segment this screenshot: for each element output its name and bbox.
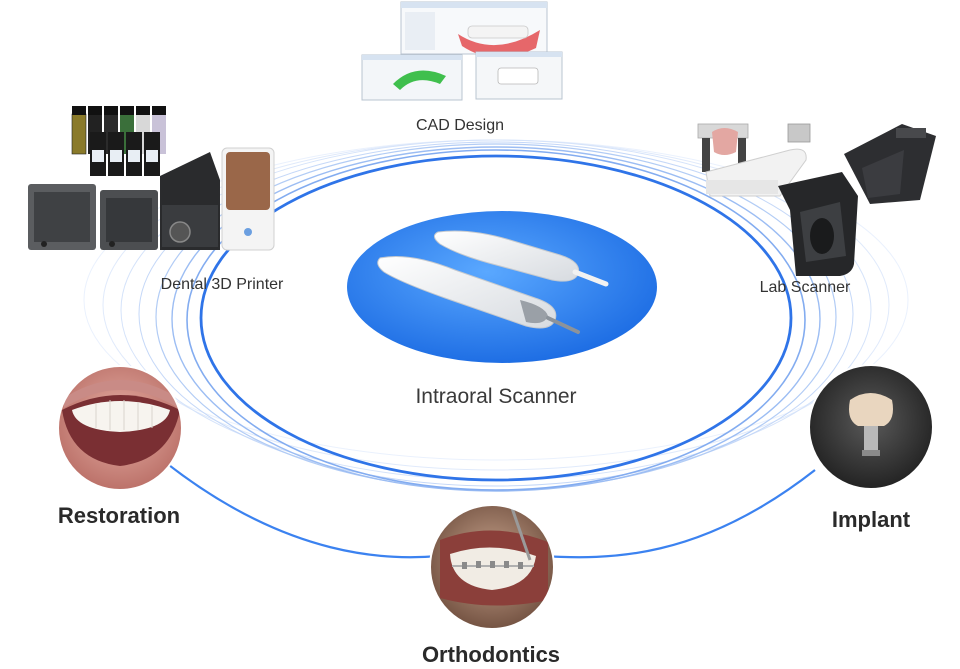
lab-scanner-icon bbox=[697, 123, 936, 276]
braces-photo-icon bbox=[430, 505, 554, 629]
center-label: Intraoral Scanner bbox=[415, 385, 576, 408]
scanner-icon bbox=[347, 211, 657, 363]
lab-scanner-label: Lab Scanner bbox=[760, 279, 851, 296]
outer-connection-arc bbox=[164, 461, 816, 559]
cad-design-label: CAD Design bbox=[416, 117, 504, 134]
implant-label: Implant bbox=[832, 507, 911, 532]
smile-photo-icon bbox=[58, 366, 182, 490]
resin-bottles bbox=[71, 106, 166, 176]
3d-printer-icon bbox=[28, 106, 275, 251]
implant-crown-photo-icon bbox=[809, 365, 933, 489]
software-screens-icon bbox=[361, 1, 563, 101]
orthodontics-label: Orthodontics bbox=[422, 642, 560, 667]
restoration-label: Restoration bbox=[58, 503, 180, 528]
orbit-rings bbox=[83, 139, 909, 492]
printer-label: Dental 3D Printer bbox=[161, 276, 284, 293]
